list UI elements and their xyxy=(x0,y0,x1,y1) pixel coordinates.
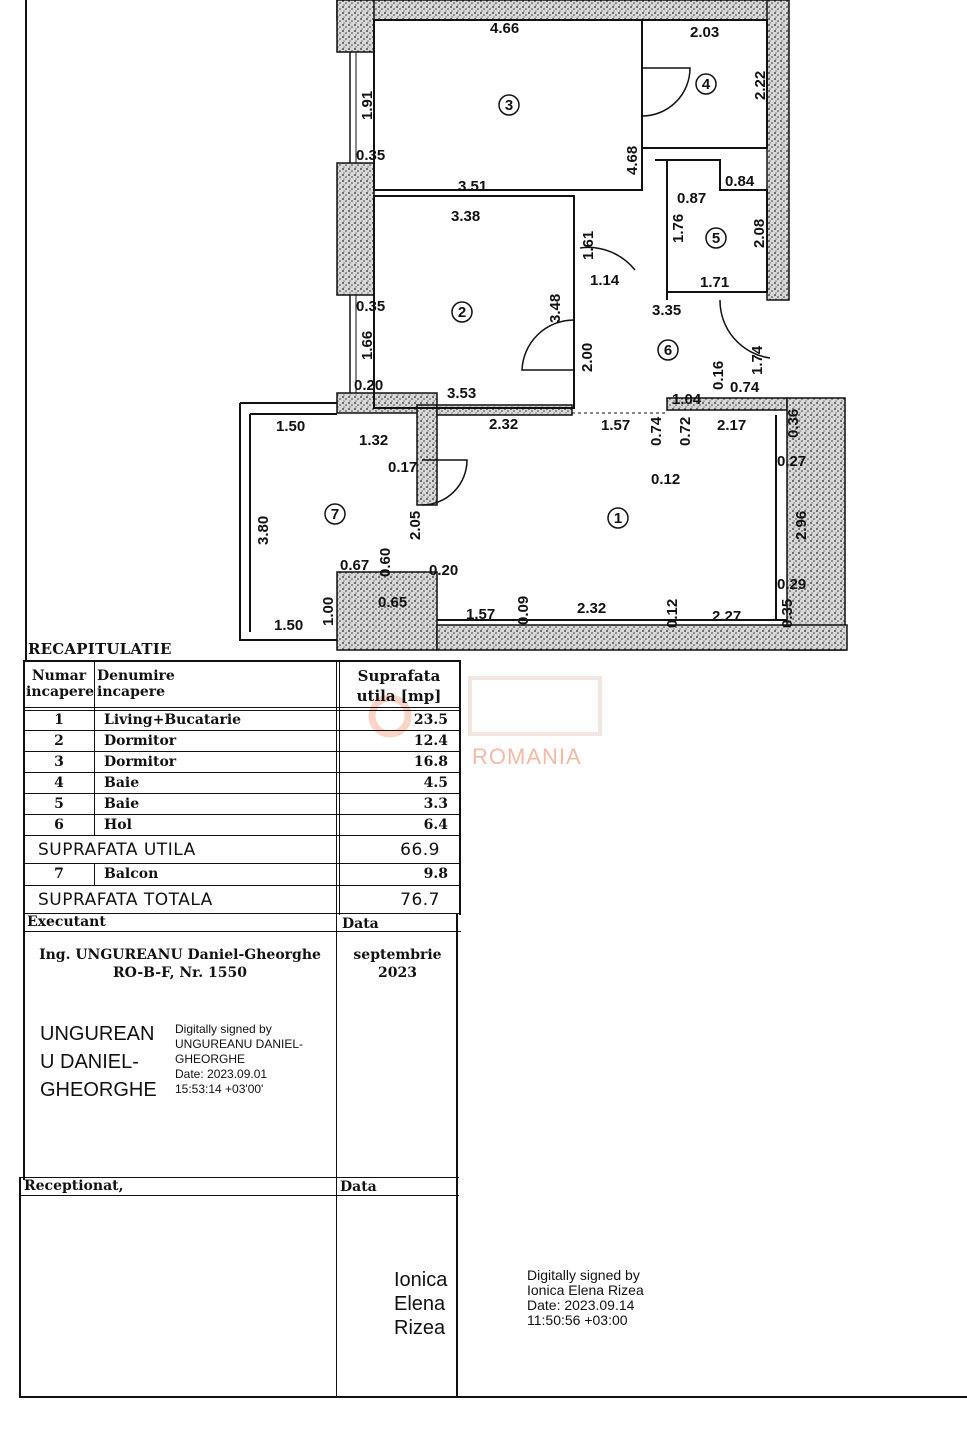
dim-label: 0.29 xyxy=(777,576,806,593)
dim-label: 0.84 xyxy=(725,173,755,190)
floor-plan: 1 2 3 4 5 6 7 4.66 2.03 2.22 1.91 0.35 4… xyxy=(25,0,848,660)
dim-label: 0.27 xyxy=(777,453,806,470)
dim-label: 1.00 xyxy=(320,597,337,626)
interior-walls xyxy=(239,19,787,641)
dim-label: 0.20 xyxy=(354,377,383,394)
dim-label: 1.76 xyxy=(670,214,687,243)
executant-date: septembrie 2023 xyxy=(353,947,442,981)
watermark-text: ROMANIA xyxy=(472,744,582,769)
dim-label: 0.35 xyxy=(779,599,796,628)
dim-label: 0.16 xyxy=(710,361,727,390)
door-swings xyxy=(421,67,771,506)
dim-label: 1.50 xyxy=(274,617,303,634)
dim-label: 2.22 xyxy=(752,71,769,100)
dim-label: 2.08 xyxy=(751,219,768,248)
util-area-label: SUPRAFATA UTILA xyxy=(38,840,196,860)
dim-label: 1.32 xyxy=(359,432,388,449)
dim-label: 0.17 xyxy=(388,459,417,476)
recap-title: RECAPITULATIE xyxy=(28,640,172,658)
receptionat-signature-text: Digitally signed by Ionica Elena Rizea D… xyxy=(527,1267,644,1328)
util-area-value: 66.9 xyxy=(400,840,440,860)
dim-label: 3.53 xyxy=(447,385,476,402)
svg-text:5: 5 xyxy=(712,230,720,247)
room-7-label: 7 xyxy=(324,503,346,525)
dim-label: 3.35 xyxy=(652,302,681,319)
header-area: Suprafata utila [mp] xyxy=(356,667,442,705)
dim-label: 0.09 xyxy=(515,596,532,625)
svg-text:3: 3 xyxy=(505,97,513,114)
dim-label: 0.35 xyxy=(356,147,385,164)
dim-label: 1.04 xyxy=(672,391,702,408)
dim-label: 0.72 xyxy=(677,417,694,446)
dim-label: 0.74 xyxy=(648,416,665,446)
dim-label: 1.14 xyxy=(590,272,620,289)
room-6-label: 6 xyxy=(657,339,679,361)
svg-text:6: 6 xyxy=(664,342,672,359)
dim-label: 3.48 xyxy=(547,294,564,323)
dim-label: 1.61 xyxy=(580,231,597,260)
dim-label: 1.74 xyxy=(749,345,766,375)
room-2-label: 2 xyxy=(451,301,473,323)
dim-label: 2.96 xyxy=(793,511,810,540)
dim-label: 0.20 xyxy=(429,562,458,579)
room-5-label: 5 xyxy=(705,227,727,249)
header-num: Numar incapere xyxy=(26,668,95,700)
dim-label: 2.00 xyxy=(579,343,596,372)
svg-text:4: 4 xyxy=(702,76,711,93)
receptionat-date-label: Data xyxy=(340,1179,377,1195)
dim-label: 1.57 xyxy=(466,606,495,623)
executant-label: Executant xyxy=(27,914,106,930)
svg-text:2: 2 xyxy=(458,304,466,321)
receptionat-label: Receptionat, xyxy=(24,1178,124,1194)
dimension-labels: 4.66 2.03 2.22 1.91 0.35 4.68 3.51 3.38 … xyxy=(255,20,810,634)
dim-label: 0.12 xyxy=(651,471,680,488)
dim-label: 2.03 xyxy=(690,24,719,41)
dim-label: 1.66 xyxy=(359,331,376,360)
dim-label: 3.38 xyxy=(451,208,480,225)
total-area-value: 76.7 xyxy=(400,890,440,910)
dim-label: 2.17 xyxy=(717,417,746,434)
watermark-logo xyxy=(368,676,602,738)
executant-signature-name: UNGUREAN U DANIEL- GHEORGHE xyxy=(40,1023,157,1101)
dim-label: 3.51 xyxy=(458,178,487,195)
room-number-labels: 1 2 3 4 5 6 7 xyxy=(324,73,727,529)
dim-label: 2.27 xyxy=(712,608,741,625)
executant-name: Ing. UNGUREANU Daniel-Gheorghe RO-B-F, N… xyxy=(39,947,321,981)
receptionat-signature-name: Ionica Elena Rizea xyxy=(394,1269,448,1339)
dim-label: 0.67 xyxy=(340,557,369,574)
dim-label: 0.60 xyxy=(377,548,394,577)
room-3-label: 3 xyxy=(498,94,520,116)
dim-label: 0.35 xyxy=(356,298,385,315)
dim-label: 2.32 xyxy=(577,600,606,617)
structural-walls xyxy=(336,0,848,651)
dim-label: 0.87 xyxy=(677,190,706,207)
dim-label: 3.80 xyxy=(255,516,272,545)
header-name: Denumire incapere xyxy=(97,668,175,700)
dim-label: 0.12 xyxy=(664,599,681,628)
dim-label: 1.57 xyxy=(601,417,630,434)
dim-label: 1.50 xyxy=(276,418,305,435)
dim-label: 0.36 xyxy=(785,409,802,438)
dim-label: 2.32 xyxy=(489,416,518,433)
dim-label: 2.05 xyxy=(407,511,424,540)
executant-date-label: Data xyxy=(342,916,379,932)
dim-label: 0.65 xyxy=(378,594,407,611)
svg-text:7: 7 xyxy=(331,506,339,523)
dim-label: 4.66 xyxy=(490,20,519,37)
dim-label: 1.91 xyxy=(359,91,376,120)
room-4-label: 4 xyxy=(695,73,717,95)
total-area-label: SUPRAFATA TOTALA xyxy=(38,890,213,910)
svg-text:1: 1 xyxy=(614,510,622,527)
dim-label: 4.68 xyxy=(624,146,641,175)
executant-signature-text: Digitally signed by UNGUREANU DANIEL- GH… xyxy=(175,1022,304,1096)
dim-label: 1.71 xyxy=(700,274,729,291)
room-1-label: 1 xyxy=(607,507,629,529)
dim-label: 0.74 xyxy=(730,379,760,396)
